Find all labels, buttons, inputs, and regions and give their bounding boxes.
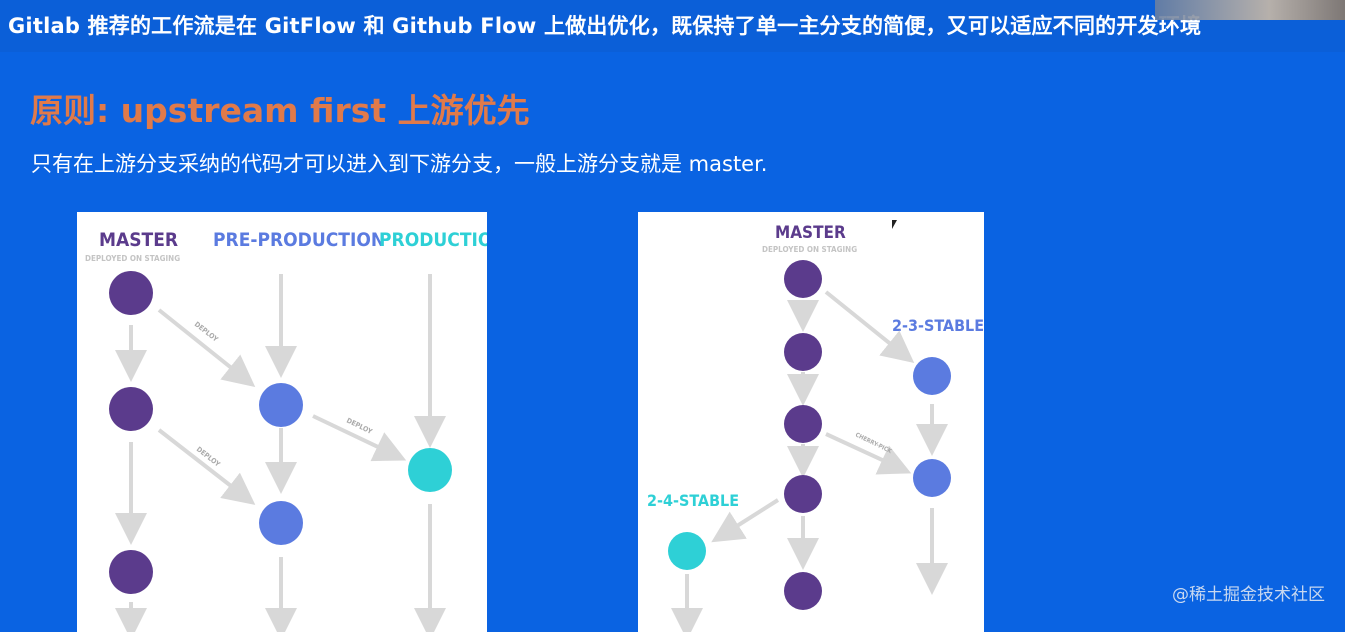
header-text: Gitlab 推荐的工作流是在 GitFlow 和 Github Flow 上做… bbox=[8, 14, 1202, 38]
mouse-cursor bbox=[892, 220, 897, 229]
branch-arrow bbox=[824, 290, 915, 364]
stable-2-3-commit bbox=[913, 357, 951, 395]
diagram-environment-branches: MASTER DEPLOYED ON STAGING PRE-PRODUCTIO… bbox=[77, 212, 487, 632]
col-master-label: MASTER bbox=[99, 229, 178, 251]
master-commit bbox=[109, 550, 153, 594]
slide-heading: 原则: upstream first 上游优先 bbox=[30, 91, 530, 130]
stable-2-4-label: 2-4-STABLE bbox=[647, 491, 739, 510]
master-commit bbox=[784, 260, 822, 298]
cherry-pick-arrow bbox=[825, 432, 912, 475]
watermark: @稀土掘金技术社区 bbox=[1172, 585, 1325, 605]
col-master-label: MASTER bbox=[775, 223, 846, 243]
arrows bbox=[671, 290, 948, 632]
deploy-arrow bbox=[312, 414, 407, 462]
stable-2-3-label: 2-3-STABLE bbox=[892, 316, 984, 335]
master-commit bbox=[109, 387, 153, 431]
header-bar: Gitlab 推荐的工作流是在 GitFlow 和 Github Flow 上做… bbox=[0, 0, 1345, 52]
slide-subtext: 只有在上游分支采纳的代码才可以进入到下游分支，一般上游分支就是 master. bbox=[31, 152, 768, 176]
master-commit bbox=[784, 405, 822, 443]
diagram-release-branches: MASTER DEPLOYED ON STAGING 2-3-STABLE 2-… bbox=[638, 212, 984, 632]
stable-2-4-commit bbox=[668, 532, 706, 570]
master-commit bbox=[109, 271, 153, 315]
preprod-commit bbox=[259, 501, 303, 545]
preprod-commit bbox=[259, 383, 303, 427]
deploy-arrow bbox=[157, 428, 256, 505]
branch-arrow bbox=[711, 498, 780, 543]
master-commit bbox=[784, 333, 822, 371]
master-commit bbox=[784, 475, 822, 513]
deploy-label: DEPLOY bbox=[195, 445, 222, 469]
stable-2-3-commit bbox=[913, 459, 951, 497]
deploy-arrow bbox=[157, 308, 256, 387]
webcam-overlay bbox=[1155, 0, 1345, 20]
col-prod-label: PRODUCTION bbox=[379, 229, 487, 251]
col-master-sublabel: DEPLOYED ON STAGING bbox=[762, 245, 857, 254]
arrows bbox=[115, 274, 446, 632]
col-master-sublabel: DEPLOYED ON STAGING bbox=[85, 254, 180, 263]
env-branches-svg: MASTER DEPLOYED ON STAGING PRE-PRODUCTIO… bbox=[85, 229, 487, 632]
col-preprod-label: PRE-PRODUCTION bbox=[213, 229, 385, 251]
master-commit bbox=[784, 572, 822, 610]
release-branches-svg: MASTER DEPLOYED ON STAGING 2-3-STABLE 2-… bbox=[647, 223, 984, 632]
prod-commit bbox=[408, 448, 452, 492]
